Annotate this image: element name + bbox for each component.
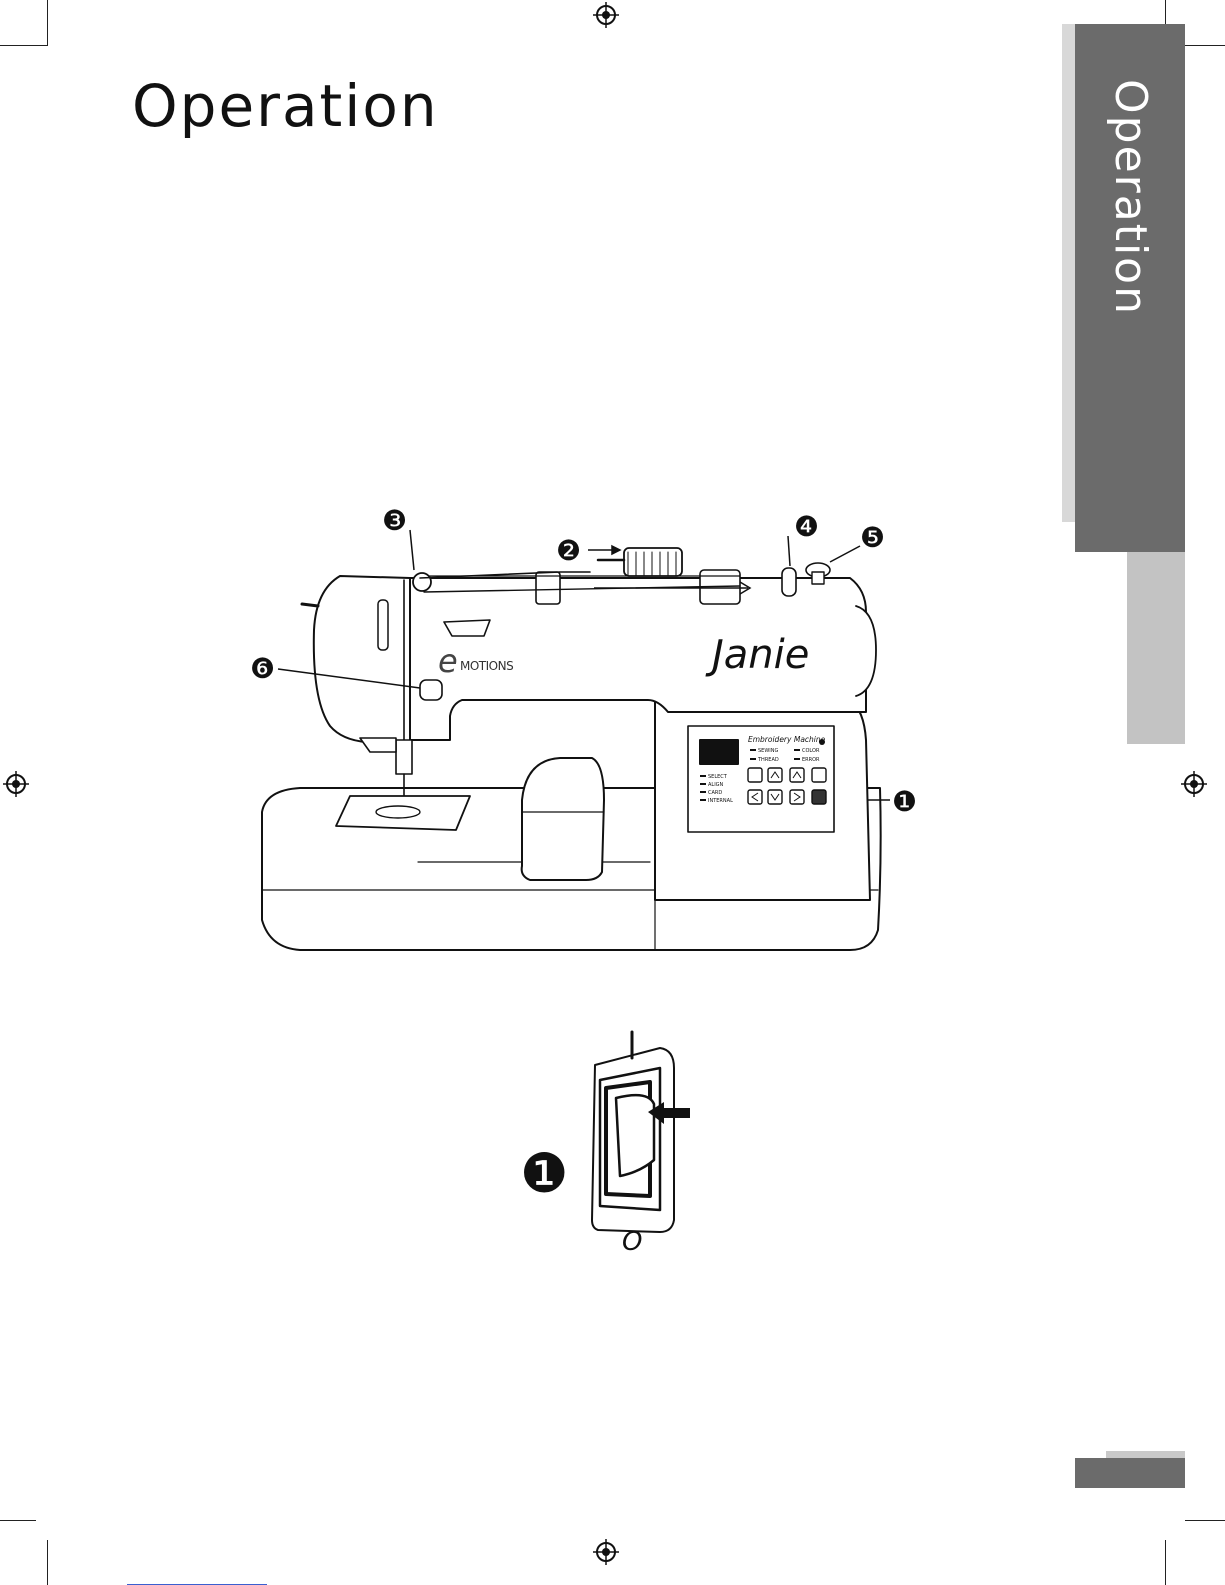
- registration-mark-icon: [3, 771, 29, 797]
- registration-mark-icon: [593, 1539, 619, 1565]
- brand-e: e: [438, 642, 458, 680]
- led-internal: INTERNAL: [708, 798, 733, 804]
- spool-icon: [624, 548, 682, 576]
- callout-6: ❻: [250, 652, 275, 685]
- callout-2: ❷: [556, 534, 581, 567]
- switch-callout: ❶: [520, 1142, 568, 1205]
- registration-mark-icon: [1181, 771, 1207, 797]
- rocker-icon: [616, 1095, 654, 1176]
- callout-3: ❸: [382, 504, 407, 537]
- crop-mark-bottom-left-h: [0, 1520, 36, 1521]
- panel-display: [700, 740, 738, 764]
- side-tab-shadow: [1062, 24, 1076, 522]
- signature: Janie: [705, 632, 809, 678]
- hand-wheel: [856, 606, 876, 696]
- led-color: COLOR: [802, 748, 820, 754]
- brand-text: MOTIONS: [460, 659, 513, 673]
- machine-head: [314, 576, 410, 742]
- page-title: Operation: [132, 72, 439, 140]
- panel-title: Embroidery Machine: [748, 735, 826, 744]
- callout-1: ❶: [892, 785, 917, 818]
- power-switch-figure: O ❶: [500, 1025, 720, 1265]
- led-error: ERROR: [802, 757, 820, 763]
- machine-figure: Embroidery Machine SEWING COLOR THREAD E…: [240, 500, 940, 960]
- crop-mark-top-left-v: [47, 0, 48, 46]
- crop-mark-bottom-left-v: [47, 1540, 48, 1585]
- led-align: ALIGN: [708, 782, 724, 788]
- side-tab-label: Operation: [1075, 82, 1185, 312]
- callout-5: ❺: [860, 521, 885, 554]
- callout-4: ❹: [794, 510, 819, 543]
- led-select: SELECT: [708, 774, 728, 780]
- crop-mark-top-right-h: [1185, 45, 1225, 46]
- page-number-box: [1075, 1458, 1185, 1488]
- led-thread: THREAD: [757, 757, 779, 763]
- led-sewing: SEWING: [758, 748, 778, 754]
- side-tab-lower: [1127, 552, 1185, 744]
- led-card: CARD: [708, 790, 722, 796]
- switch-off-mark: O: [622, 1227, 642, 1257]
- embroidery-arm: [522, 758, 604, 880]
- crop-mark-bottom-right-h: [1185, 1520, 1225, 1521]
- crop-mark-top-left-h: [0, 45, 47, 46]
- registration-mark-icon: [593, 2, 619, 28]
- crop-mark-bottom-right-v: [1165, 1540, 1166, 1585]
- crop-mark-top-right-v: [1165, 0, 1166, 24]
